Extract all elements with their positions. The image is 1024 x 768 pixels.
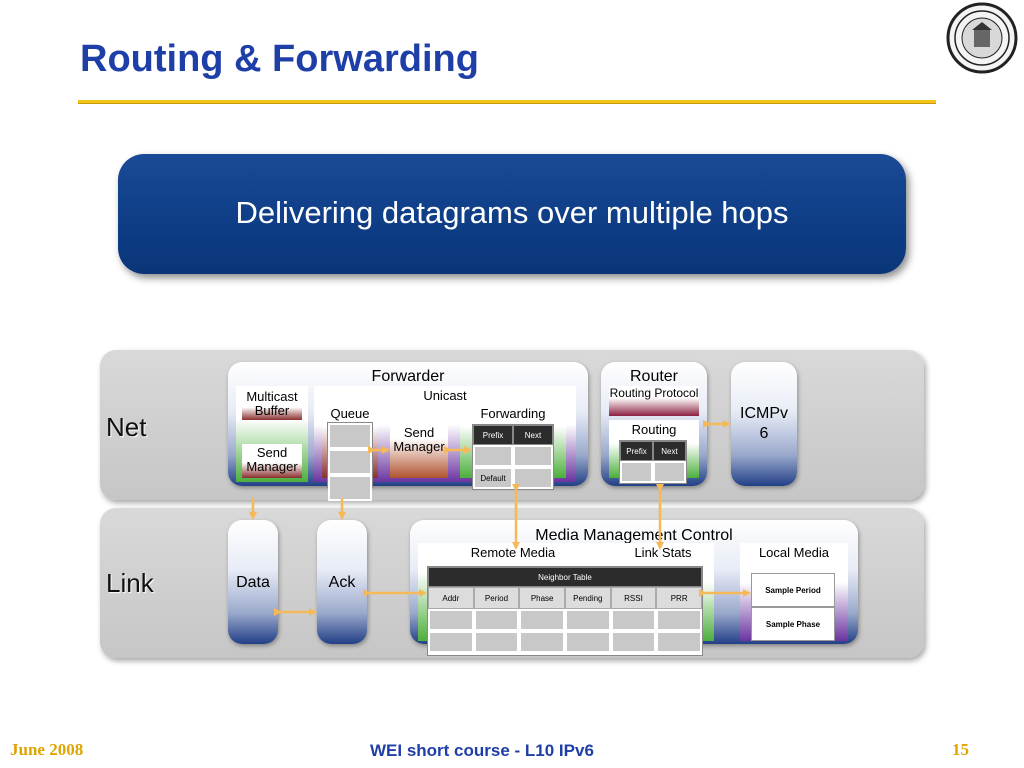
table-cell: [473, 631, 520, 653]
banner-text: Delivering datagrams over multiple hops: [235, 195, 789, 230]
routing-protocol-box: Routing Protocol: [609, 386, 699, 416]
routing-table: Prefix Next: [619, 440, 687, 484]
footer-page-number: 15: [952, 740, 969, 759]
icmpv6-component: [731, 362, 797, 486]
routing-protocol-label: Routing Protocol: [609, 386, 699, 400]
remote-media-label: Remote Media: [470, 545, 556, 560]
send-manager-multicast: Send Manager: [242, 444, 302, 478]
table-cell: [656, 609, 702, 631]
column-rssi: RSSI: [610, 587, 657, 609]
neighbor-table: Neighbor Table Addr Period Phase Pending…: [427, 566, 703, 656]
forwarding-label: Forwarding: [480, 406, 546, 421]
neighbor-table-header: Neighbor Table: [428, 567, 702, 587]
link-stats-label: Link Stats: [634, 545, 692, 560]
banner: Delivering datagrams over multiple hops: [118, 154, 906, 274]
sample-boxes: Sample Period Sample Phase: [751, 573, 835, 641]
data-label: Data: [236, 574, 270, 591]
icmpv6-label: ICMPv 6: [740, 405, 788, 442]
footer-course: WEI short course - L10 IPv6: [370, 741, 594, 760]
router-title: Router: [629, 368, 679, 385]
column-period: Period: [473, 587, 520, 609]
forwarding-next-header: Next: [513, 425, 553, 445]
forwarder-title: Forwarder: [371, 368, 445, 385]
footer-date: June 2008: [10, 740, 84, 759]
net-layer-label: Net: [106, 412, 147, 442]
unicast-label: Unicast: [423, 388, 467, 403]
send-manager-unicast: Send Manager: [390, 406, 448, 478]
forwarding-default-row: Default: [473, 467, 513, 489]
forwarding-prefix-header: Prefix: [473, 425, 513, 445]
table-cell: [610, 609, 657, 631]
title-underline: [78, 100, 936, 104]
sample-period: Sample Period: [752, 574, 834, 608]
table-cell: [428, 631, 474, 653]
ack-label: Ack: [328, 574, 356, 591]
column-pending: Pending: [565, 587, 611, 609]
data-component: [228, 520, 278, 644]
multicast-buffer-label: Multicast Buffer: [246, 389, 298, 418]
table-cell: [610, 631, 657, 653]
forwarding-default-label: Default: [480, 473, 506, 483]
local-media-label: Local Media: [758, 545, 830, 560]
column-prr: PRR: [656, 587, 702, 609]
table-cell: [428, 609, 474, 631]
table-cell: [565, 631, 611, 653]
university-seal-logo: [946, 2, 1018, 74]
table-cell: [519, 631, 565, 653]
ack-component: [317, 520, 367, 644]
sample-phase: Sample Phase: [765, 619, 821, 629]
queue-label: Queue: [330, 406, 370, 421]
forwarding-table: Prefix Next Default: [472, 424, 554, 490]
column-addr: Addr: [428, 587, 474, 609]
routing-prefix-header: Prefix: [620, 441, 653, 461]
multicast-buffer: Multicast Buffer: [242, 388, 302, 420]
table-cell: [473, 609, 520, 631]
link-layer-label: Link: [106, 568, 154, 598]
routing-label: Routing: [631, 422, 677, 437]
send-manager-multicast-label: Send Manager: [246, 445, 298, 474]
table-cell: [656, 631, 702, 653]
table-cell: [519, 609, 565, 631]
slide-title: Routing & Forwarding: [80, 38, 479, 80]
column-phase: Phase: [519, 587, 565, 609]
routing-next-header: Next: [653, 441, 686, 461]
send-manager-unicast-label: Send Manager: [393, 425, 445, 454]
queue-slots: [327, 422, 373, 501]
media-management-title: Media Management Control: [535, 527, 733, 544]
table-cell: [565, 609, 611, 631]
